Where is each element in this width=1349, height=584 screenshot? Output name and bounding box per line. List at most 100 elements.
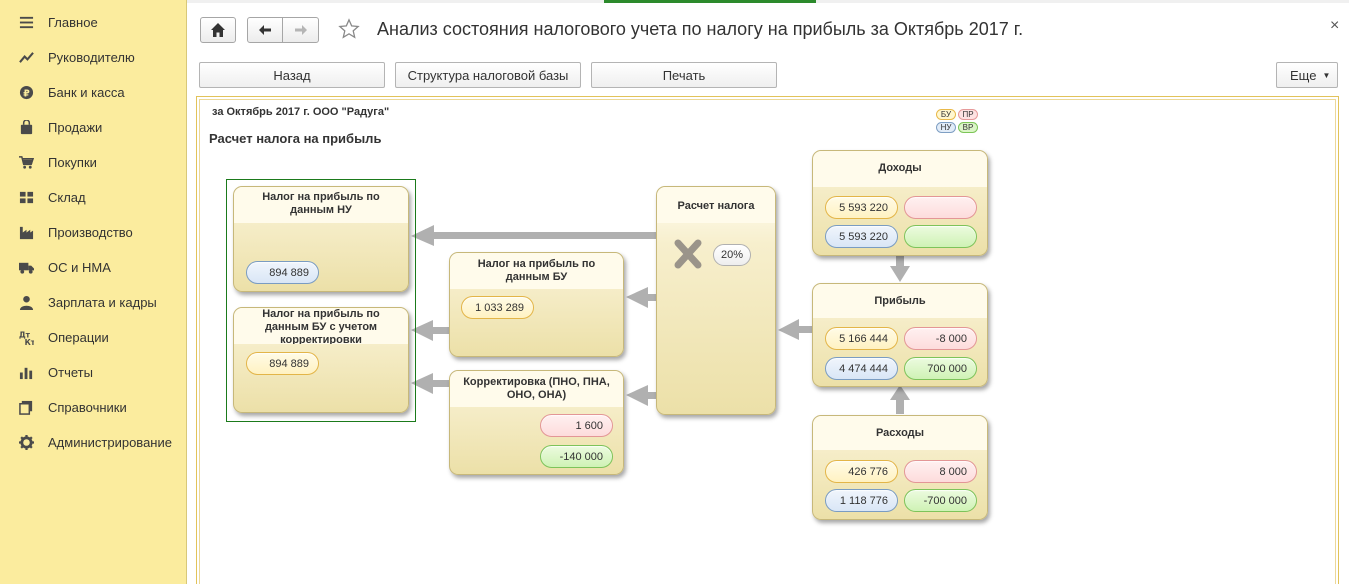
tax-bu-adjusted-value[interactable]: 894 889: [246, 352, 319, 375]
arrow-right-icon: [294, 25, 307, 35]
sidebar-item-label: Главное: [48, 15, 98, 30]
sidebar-item-label: Справочники: [48, 400, 127, 415]
tax-nu-title: Налог на прибыль по данным НУ: [262, 191, 380, 216]
expenses-bu-value[interactable]: 426 776: [825, 460, 898, 483]
tax-calc-title: Расчет налога: [677, 200, 755, 212]
truck-icon: [17, 260, 35, 276]
sidebar-item-operations[interactable]: ДтКт Операции: [0, 320, 187, 355]
profit-card: Прибыль 5 166 444 -8 000 4 474 444 700 0…: [812, 283, 988, 387]
sidebar-item-sales[interactable]: Продажи: [0, 110, 187, 145]
sidebar-item-main[interactable]: Главное: [0, 5, 187, 40]
gear-icon: [17, 435, 35, 451]
cart-icon: [17, 155, 35, 171]
expenses-title: Расходы: [875, 427, 925, 439]
warehouse-icon: [17, 190, 35, 206]
forward-nav-button[interactable]: [282, 17, 319, 43]
print-button[interactable]: Печать: [591, 62, 777, 88]
expenses-card: Расходы 426 776 8 000 1 118 776 -700 000: [812, 415, 988, 520]
chart-line-icon: [17, 50, 35, 66]
tax-base-structure-button[interactable]: Структура налоговой базы: [395, 62, 581, 88]
arrow-left-icon: [259, 25, 271, 35]
report-title: Расчет налога на прибыль: [209, 131, 382, 146]
profit-nu-value[interactable]: 4 474 444: [825, 357, 898, 380]
report-area: [196, 96, 1339, 584]
sidebar-item-admin[interactable]: Администрирование: [0, 425, 187, 460]
profit-bu-value[interactable]: 5 166 444: [825, 327, 898, 350]
coin-icon: ₽: [17, 85, 35, 101]
income-nu-value[interactable]: 5 593 220: [825, 225, 898, 248]
result-frame: [226, 179, 416, 422]
sidebar-item-warehouse[interactable]: Склад: [0, 180, 187, 215]
menu-icon: [17, 15, 35, 31]
tax-bu-adjusted-card: Налог на прибыль по данным БУ с учетом к…: [233, 307, 409, 413]
bar-chart-icon: [17, 365, 35, 381]
expenses-nu-value[interactable]: 1 118 776: [825, 489, 898, 512]
profit-title: Прибыль: [874, 295, 926, 307]
legend-pr: ПР: [958, 109, 978, 120]
profit-pr-value[interactable]: -8 000: [904, 327, 977, 350]
more-label: Еще: [1290, 67, 1317, 83]
sidebar-item-production[interactable]: Производство: [0, 215, 187, 250]
expenses-pr-value[interactable]: 8 000: [904, 460, 977, 483]
debit-credit-icon: ДтКт: [17, 330, 35, 346]
multiply-icon: [674, 239, 702, 269]
report-period: за Октябрь 2017 г. ООО "Радуга": [212, 106, 390, 118]
income-bu-value[interactable]: 5 593 220: [825, 196, 898, 219]
sidebar-item-label: Отчеты: [48, 365, 93, 380]
sidebar-item-label: Руководителю: [48, 50, 135, 65]
star-icon[interactable]: [338, 18, 360, 40]
income-title: Доходы: [878, 162, 922, 174]
adjustment-card: Корректировка (ПНО, ПНА, ОНО, ОНА) 1 600…: [449, 370, 624, 475]
sidebar-item-label: Операции: [48, 330, 109, 345]
sidebar-item-assets[interactable]: ОС и НМА: [0, 250, 187, 285]
adjustment-vr-value[interactable]: -140 000: [540, 445, 613, 468]
svg-text:Дт: Дт: [19, 331, 31, 340]
tax-calc-card: Расчет налога 20%: [656, 186, 776, 415]
sidebar-item-bank[interactable]: ₽ Банк и касса: [0, 75, 187, 110]
home-icon: [211, 23, 225, 37]
svg-text:₽: ₽: [23, 88, 30, 99]
legend-nu: НУ: [936, 122, 956, 133]
factory-icon: [17, 225, 35, 241]
sidebar-item-purchases[interactable]: Покупки: [0, 145, 187, 180]
tax-bu-adjusted-title: Налог на прибыль по данным БУ с учетом к…: [262, 308, 380, 344]
more-button[interactable]: Еще ▼: [1276, 62, 1338, 88]
bag-icon: [17, 120, 35, 136]
tax-nu-card: Налог на прибыль по данным НУ 894 889: [233, 186, 409, 292]
adjustment-pr-value[interactable]: 1 600: [540, 414, 613, 437]
sidebar-item-label: Банк и касса: [48, 85, 125, 100]
back-button[interactable]: Назад: [199, 62, 385, 88]
adjustment-title: Корректировка (ПНО, ПНА, ОНО, ОНА): [463, 376, 610, 401]
income-vr-value[interactable]: [904, 225, 977, 248]
page-title: Анализ состояния налогового учета по нал…: [377, 19, 1024, 39]
active-tab-marker: [604, 0, 816, 3]
tax-bu-title: Налог на прибыль по данным БУ: [477, 258, 596, 283]
sidebar-item-salary[interactable]: Зарплата и кадры: [0, 285, 187, 320]
books-icon: [17, 400, 35, 416]
home-button[interactable]: [200, 17, 236, 43]
profit-vr-value[interactable]: 700 000: [904, 357, 977, 380]
sidebar-item-reports[interactable]: Отчеты: [0, 355, 187, 390]
close-icon[interactable]: ×: [1330, 17, 1340, 34]
person-icon: [17, 295, 35, 311]
tax-rate-value[interactable]: 20%: [713, 244, 751, 266]
sidebar-item-label: Покупки: [48, 155, 97, 170]
income-pr-value[interactable]: [904, 196, 977, 219]
tax-bu-card: Налог на прибыль по данным БУ 1 033 289: [449, 252, 624, 357]
chevron-down-icon: ▼: [1322, 70, 1331, 80]
sidebar-item-label: Производство: [48, 225, 133, 240]
sidebar-item-label: Продажи: [48, 120, 103, 135]
sidebar-item-manager[interactable]: Руководителю: [0, 40, 187, 75]
legend-bu: БУ: [936, 109, 956, 120]
tax-nu-value[interactable]: 894 889: [246, 261, 319, 284]
legend-vr: ВР: [958, 122, 978, 133]
sidebar-item-label: Склад: [48, 190, 86, 205]
sidebar-item-directories[interactable]: Справочники: [0, 390, 187, 425]
income-card: Доходы 5 593 220 5 593 220: [812, 150, 988, 256]
sidebar-item-label: Администрирование: [48, 435, 172, 450]
svg-text:Кт: Кт: [24, 338, 33, 345]
sidebar-item-label: Зарплата и кадры: [48, 295, 157, 310]
sidebar: Главное Руководителю ₽ Банк и касса Прод…: [0, 0, 187, 584]
tax-bu-value[interactable]: 1 033 289: [461, 296, 534, 319]
expenses-vr-value[interactable]: -700 000: [904, 489, 977, 512]
